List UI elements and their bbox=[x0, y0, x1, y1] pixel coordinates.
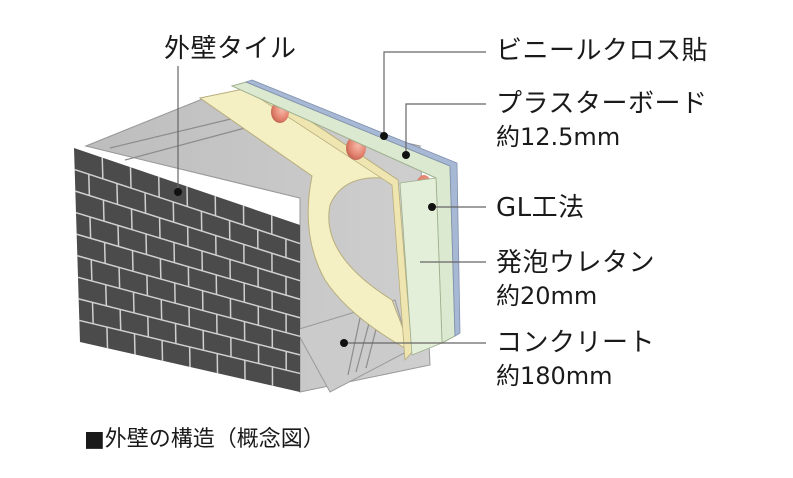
label-urethane-thickness: 約20mm bbox=[496, 282, 598, 310]
label-gl-method: GL工法 bbox=[496, 193, 585, 223]
tile-joint bbox=[88, 174, 91, 196]
tile-joint bbox=[101, 157, 104, 179]
tile-joint bbox=[90, 259, 93, 282]
tile-joint bbox=[105, 284, 108, 306]
tile-joint bbox=[106, 327, 109, 349]
tile-joint bbox=[131, 250, 134, 272]
tile-facade bbox=[74, 148, 301, 392]
label-tile: 外壁タイル bbox=[164, 34, 297, 64]
label-vinyl-cloth: ビニールクロス貼 bbox=[496, 36, 709, 66]
diagram-caption: ■外壁の構造（概念図） bbox=[84, 427, 325, 452]
label-concrete: コンクリート bbox=[496, 328, 656, 358]
tile-joint bbox=[103, 242, 106, 264]
label-plaster-board: プラスターボード bbox=[496, 89, 708, 119]
tile-joint bbox=[91, 302, 94, 324]
urethane-layer bbox=[198, 85, 413, 354]
tile-joint bbox=[132, 292, 135, 313]
leader-lines bbox=[177, 51, 486, 344]
tile-joint bbox=[117, 225, 120, 247]
label-urethane: 発泡ウレタン bbox=[496, 248, 656, 278]
tile-joint bbox=[102, 199, 105, 222]
tile-joint bbox=[89, 216, 92, 239]
leader-dots bbox=[174, 132, 436, 347]
tile-joint bbox=[133, 333, 136, 355]
tile-joint bbox=[119, 309, 122, 331]
tile-joint bbox=[118, 267, 121, 289]
leader-board bbox=[405, 103, 486, 155]
tile-joint bbox=[129, 167, 132, 189]
leader-cloth bbox=[383, 51, 486, 136]
tile-joint bbox=[130, 208, 133, 230]
tile-joint bbox=[116, 183, 119, 205]
label-concrete-thickness: 約180mm bbox=[496, 362, 613, 390]
label-plaster-board-thickness: 約12.5mm bbox=[496, 123, 621, 151]
